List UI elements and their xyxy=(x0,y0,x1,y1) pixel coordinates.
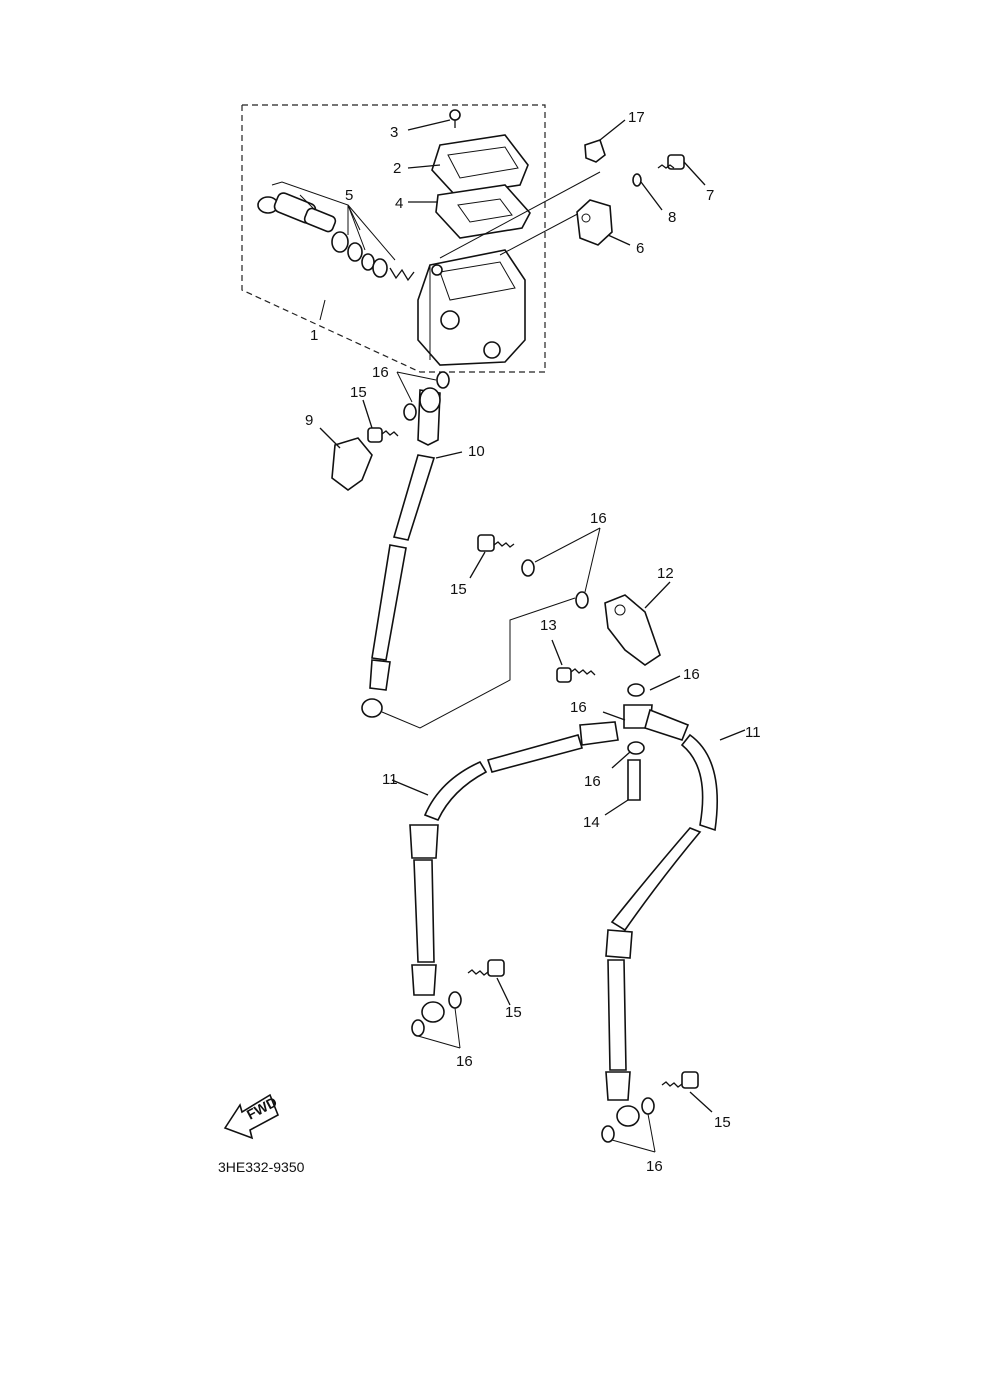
callout-10: 10 xyxy=(468,443,485,460)
callout-6: 6 xyxy=(636,240,644,257)
right-lower-brake-hose-part xyxy=(605,708,746,1127)
callout-16-right-caliper: 16 xyxy=(646,1158,663,1175)
callout-15-middle: 15 xyxy=(450,581,467,598)
upper-union-bolt-part xyxy=(362,399,399,443)
callout-5: 5 xyxy=(345,187,353,204)
callout-13: 13 xyxy=(540,617,557,634)
lever-holder-part xyxy=(576,199,631,246)
master-cylinder-body xyxy=(417,249,526,366)
grommet-part xyxy=(584,119,626,163)
master-cylinder-assembly-boundary xyxy=(241,104,546,373)
callout-16-middle: 16 xyxy=(590,510,607,527)
middle-union-bolt-part xyxy=(469,534,515,579)
right-caliper-union-bolt-part xyxy=(661,1071,713,1113)
left-caliper-copper-washers xyxy=(411,991,462,1049)
holder-bolt-part xyxy=(657,154,706,186)
middle-copper-washers xyxy=(521,527,601,609)
diaphragm-part xyxy=(408,184,531,239)
callout-12: 12 xyxy=(657,565,674,582)
right-caliper-copper-washers xyxy=(601,1097,656,1153)
upper-copper-washers xyxy=(396,371,450,421)
callout-14: 14 xyxy=(583,814,600,831)
callout-15-right-caliper: 15 xyxy=(714,1114,731,1131)
callout-16-tee-bottom: 16 xyxy=(584,773,601,790)
joint-bolt-part xyxy=(551,639,596,683)
callout-17: 17 xyxy=(628,109,645,126)
forward-direction-arrow-icon: FWD xyxy=(223,1094,280,1140)
callout-8: 8 xyxy=(668,209,676,226)
piston-kit-part xyxy=(257,181,415,282)
hose-joint-part xyxy=(604,581,671,666)
left-caliper-union-bolt-part xyxy=(467,959,511,1006)
diagram-code: 3HE332-9350 xyxy=(218,1159,305,1175)
brake-hose-t-fitting xyxy=(602,675,681,816)
upper-brake-hose-part xyxy=(361,387,463,718)
cap-screw-part xyxy=(407,109,461,131)
callout-15-left-caliper: 15 xyxy=(505,1004,522,1021)
callout-1: 1 xyxy=(310,327,318,344)
callout-11-right: 11 xyxy=(745,724,761,741)
callout-3: 3 xyxy=(390,124,398,141)
left-lower-brake-hose-part xyxy=(391,721,619,1023)
callout-16-tee-left: 16 xyxy=(570,699,587,716)
union-bolt-cover-part xyxy=(319,427,373,491)
callout-16-upper: 16 xyxy=(372,364,389,381)
callout-9: 9 xyxy=(305,412,313,429)
holder-washer-part xyxy=(632,173,663,211)
callout-16-left-caliper: 16 xyxy=(456,1053,473,1070)
callout-4: 4 xyxy=(395,195,403,212)
callout-15-upper: 15 xyxy=(350,384,367,401)
callout-16-tee-top: 16 xyxy=(683,666,700,683)
callout-11-left: 11 xyxy=(382,771,398,788)
callout-7: 7 xyxy=(706,187,714,204)
reservoir-cap-part xyxy=(407,134,529,196)
callout-2: 2 xyxy=(393,160,401,177)
